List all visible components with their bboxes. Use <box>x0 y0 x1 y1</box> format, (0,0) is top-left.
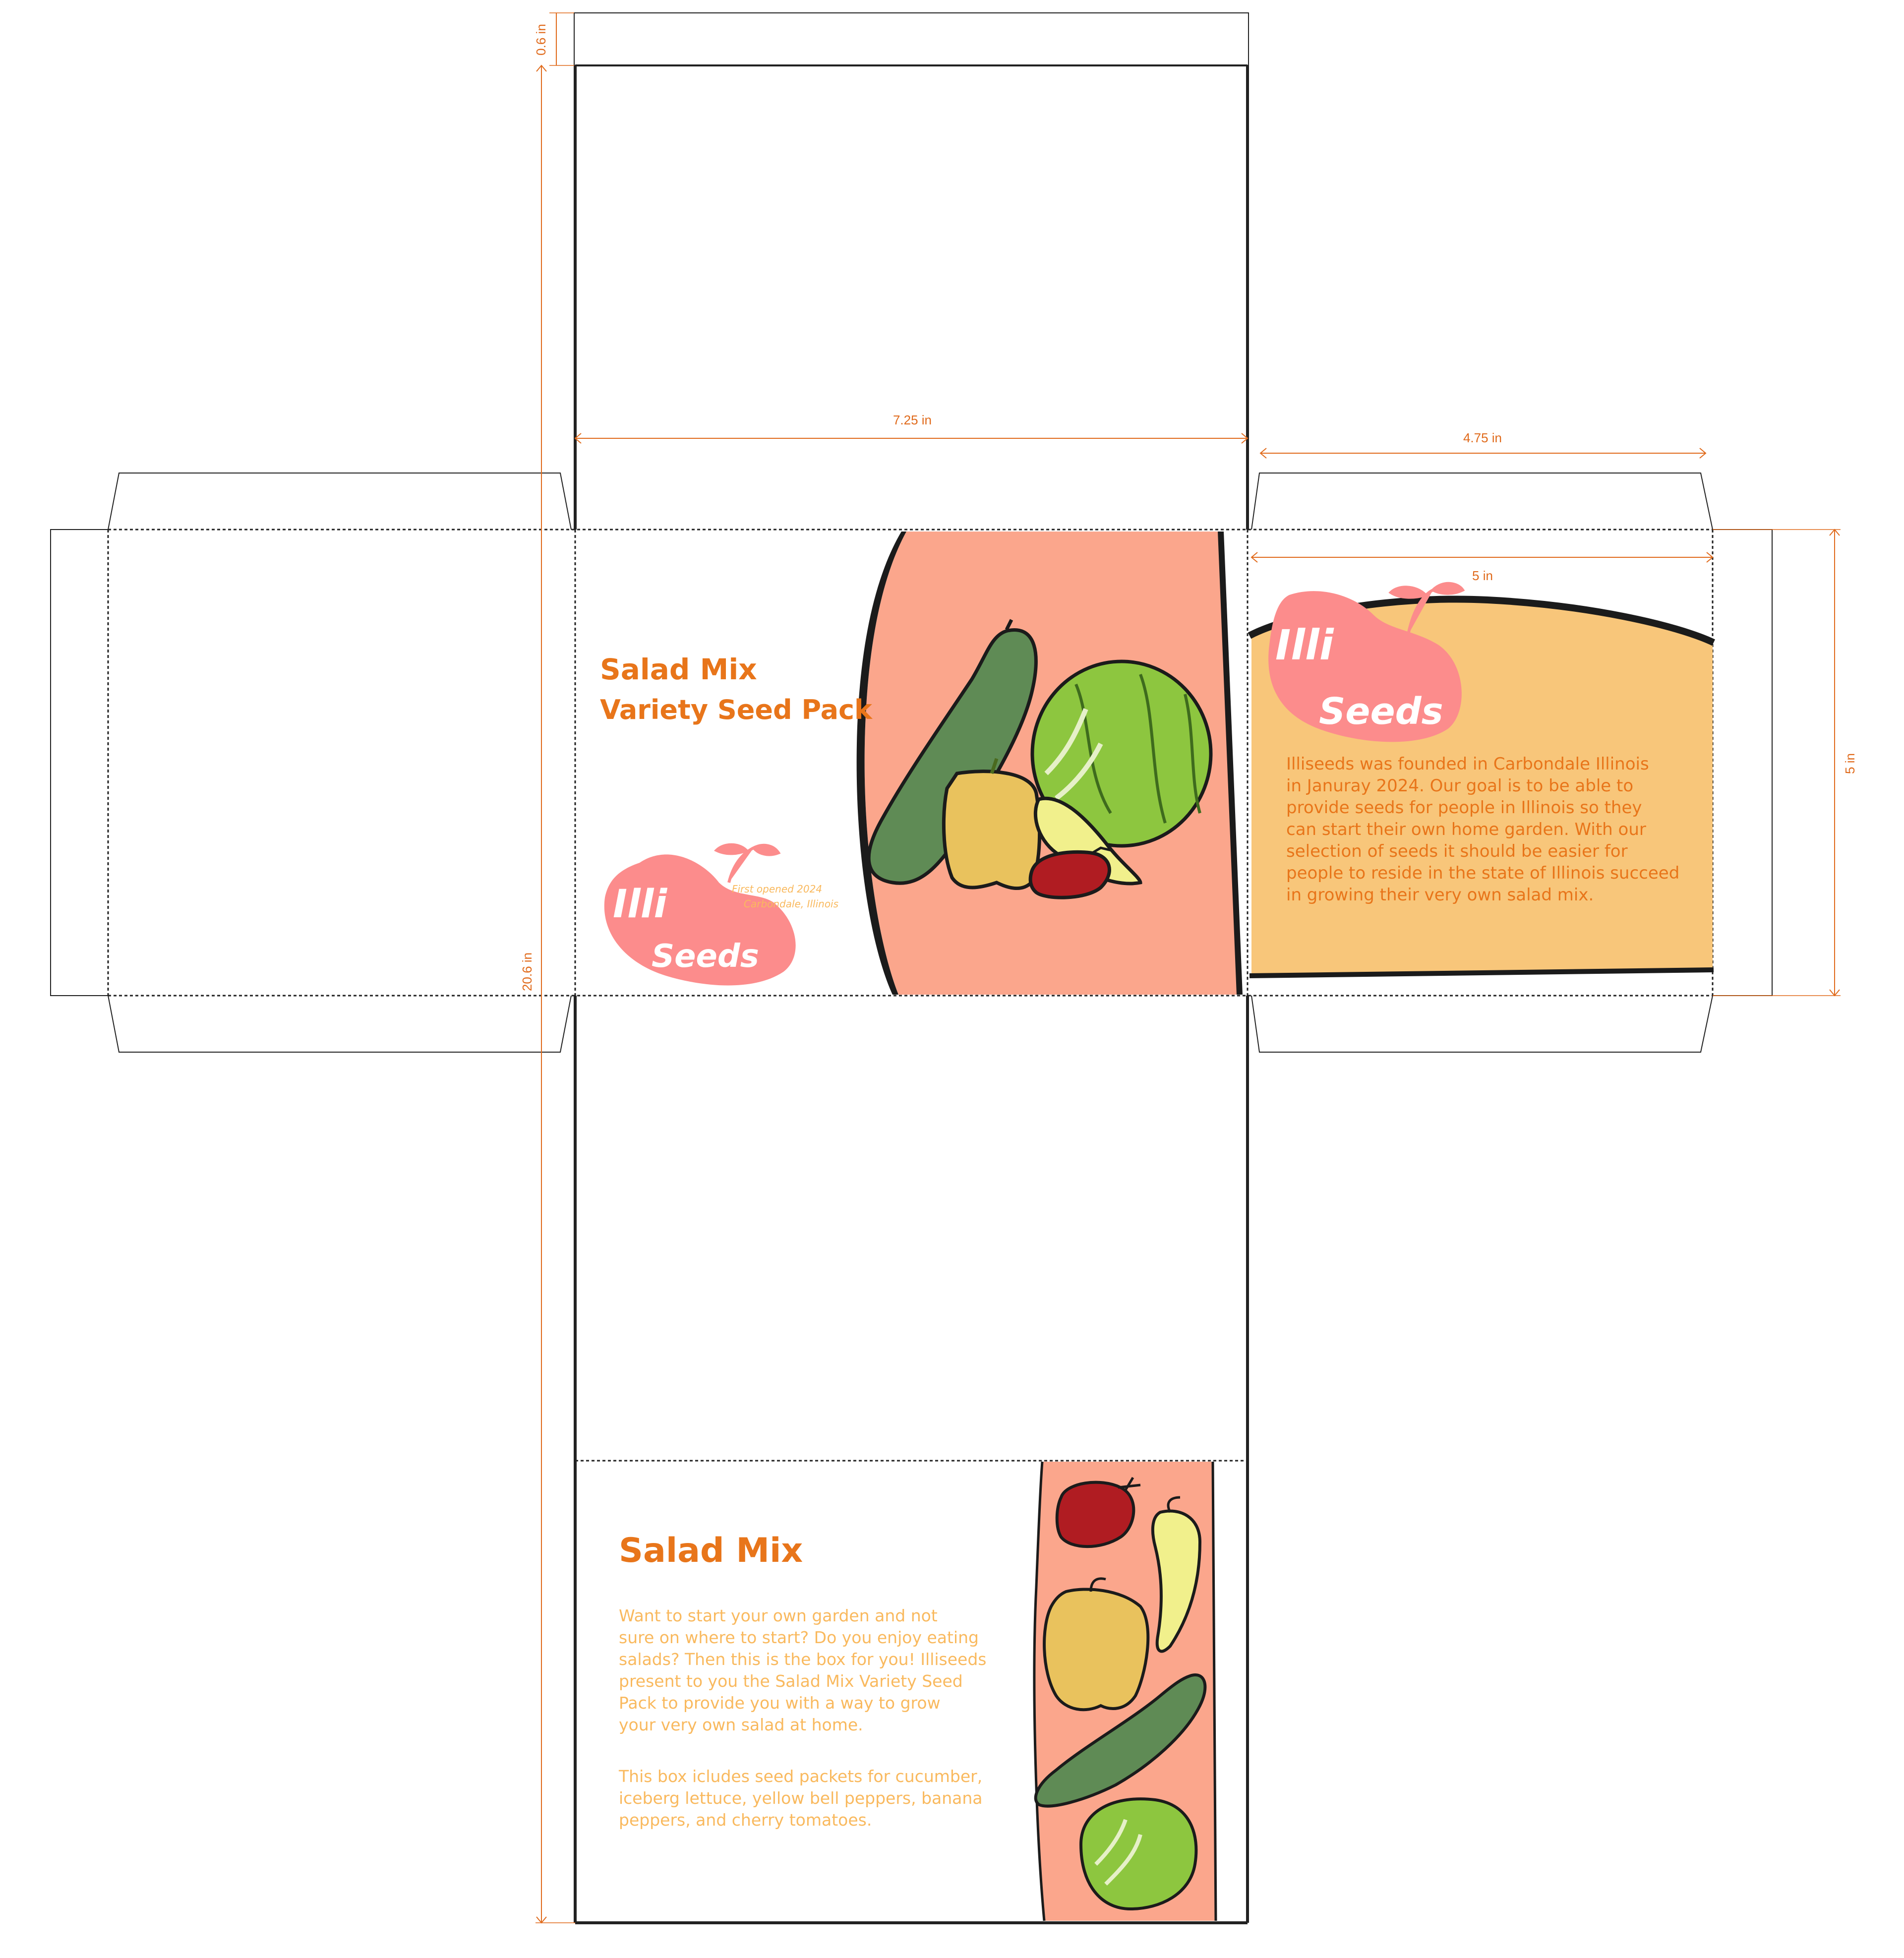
front-title-line2: Variety Seed Pack <box>600 694 873 725</box>
side-logo: Illi Seeds <box>1268 582 1465 742</box>
right-top-flap <box>1251 473 1713 530</box>
side-logo-line1: Illi <box>1275 621 1334 669</box>
banana-pepper-icon <box>1034 796 1142 886</box>
back-text-line: peppers, and cherry tomatoes. <box>619 1810 872 1830</box>
front-tagline-line2: Carbondale, Illinois <box>744 898 838 910</box>
cucumber-icon <box>1034 1673 1207 1808</box>
back-text-line: This box icludes seed packets for cucumb… <box>618 1767 982 1786</box>
right-glue-tab <box>1713 529 1773 996</box>
dimension-lines <box>536 12 1841 1924</box>
yellow-pepper-icon <box>1043 1588 1150 1712</box>
lettuce-icon <box>1030 659 1213 848</box>
front-vegetables-illustration <box>867 619 1213 899</box>
front-logo: Illi Seeds First opened 2024 Carbondale,… <box>604 843 838 986</box>
about-line: provide seeds for people in Illinois so … <box>1286 798 1642 818</box>
back-text-line: iceberg lettuce, yellow bell peppers, ba… <box>619 1788 983 1808</box>
back-title: Salad Mix <box>619 1531 803 1570</box>
side-logo-line2: Seeds <box>1319 690 1443 733</box>
dimension-labels: 7.25 in 4.75 in 5 in 5 in 0.6 in 20.6 in <box>520 24 1857 991</box>
fold-lines <box>107 529 1714 1462</box>
side-logo-bean-icon <box>1268 591 1462 742</box>
dim-side-flap-width: 4.75 in <box>1463 430 1502 445</box>
front-logo-sprout-icon <box>714 843 781 883</box>
back-panel: Salad Mix Want to start your own garden … <box>618 1461 1217 1921</box>
yellow-pepper-icon <box>942 770 1042 890</box>
back-text-line: sure on where to start? Do you enjoy eat… <box>619 1628 979 1647</box>
cucumber-icon <box>867 628 1038 885</box>
top-tuck-strip <box>574 12 1249 66</box>
front-logo-bean-icon <box>604 854 796 986</box>
back-text-line: Want to start your own garden and not <box>619 1606 938 1625</box>
about-line: Illiseeds was founded in Carbondale Illi… <box>1286 754 1649 774</box>
banana-pepper-icon <box>1151 1509 1202 1653</box>
dim-flap-height: 0.6 in <box>534 24 548 56</box>
back-paragraph-1: Want to start your own garden and not su… <box>619 1606 986 1734</box>
tomato-icon <box>1055 1481 1135 1548</box>
front-tagline-line1: First opened 2024 <box>732 883 822 895</box>
back-strip-edge-right <box>1211 1461 1217 1921</box>
front-title-line1: Salad Mix <box>600 653 757 686</box>
dim-total-height: 20.6 in <box>520 952 535 991</box>
front-band-edge-left <box>856 532 906 995</box>
back-strip-edge-left <box>1033 1461 1046 1921</box>
back-text-line: salads? Then this is the box for you! Il… <box>619 1650 986 1669</box>
front-panel: Salad Mix Variety Seed Pack Illi Seeds F… <box>600 532 1243 995</box>
left-bottom-flap <box>108 995 572 1053</box>
left-glue-tab <box>50 529 108 996</box>
side-about-text: Illiseeds was founded in Carbondale Illi… <box>1286 754 1679 905</box>
right-bottom-flap <box>1251 995 1713 1053</box>
tomato-icon <box>1028 850 1111 899</box>
back-text-line: present to you the Salad Mix Variety See… <box>619 1671 963 1691</box>
about-line: in Januray 2024. Our goal is to be able … <box>1286 776 1633 796</box>
dim-side-height: 5 in <box>1843 753 1857 774</box>
back-text-line: your very own salad at home. <box>619 1715 863 1734</box>
about-line: can start their own home garden. With ou… <box>1286 820 1646 839</box>
about-line: selection of seeds it should be easier f… <box>1286 841 1628 861</box>
lettuce-icon <box>1079 1797 1198 1911</box>
side-panel: Illi Seeds Illiseeds was founded in Carb… <box>1248 582 1715 978</box>
front-logo-line1: Illi <box>613 882 667 927</box>
left-top-flap <box>108 473 572 530</box>
back-vegetables-column <box>1034 1477 1207 1911</box>
front-band-edge-right <box>1218 532 1243 995</box>
about-line: people to reside in the state of Illinoi… <box>1286 863 1679 883</box>
dim-width-top: 7.25 in <box>893 413 932 427</box>
about-line: in growing their very own salad mix. <box>1286 885 1594 905</box>
back-paragraph-2: This box icludes seed packets for cucumb… <box>618 1767 983 1830</box>
side-panel-bottom-stroke <box>1249 967 1714 978</box>
back-text-line: Pack to provide you with a way to grow <box>619 1693 941 1713</box>
side-logo-sprout-icon <box>1388 582 1465 635</box>
dim-side-width: 5 in <box>1472 568 1493 583</box>
front-logo-line2: Seeds <box>652 938 759 975</box>
